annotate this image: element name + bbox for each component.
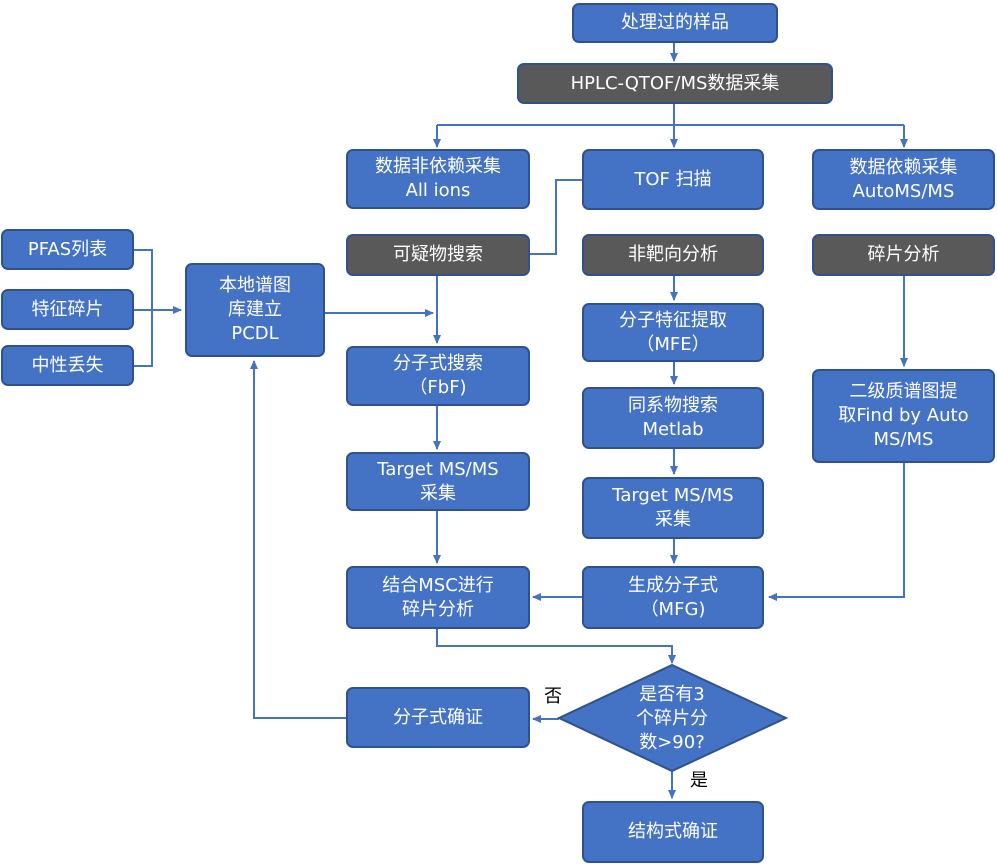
hplc-qtof-box: HPLC-QTOF/MS数据采集: [517, 63, 833, 104]
formula-search-fbf-label: 分子式搜索 （FbF): [393, 353, 483, 398]
decision-label: 是否有3 个碎片分 数>90?: [636, 684, 708, 753]
edge-label-yes: 是: [690, 770, 708, 791]
fragment-analysis-label: 碎片分析: [867, 244, 940, 265]
target-msms-left-box: Target MS/MS 采集: [346, 452, 530, 511]
suspect-search-label: 可疑物搜索: [393, 244, 483, 265]
feature-extraction-mfe-label: 分子特征提取 （MFE）: [619, 309, 727, 355]
tof-scan-box: TOF 扫描: [582, 149, 764, 210]
target-msms-left-label: Target MS/MS 采集: [377, 458, 499, 504]
edge-msms-to-mfg: [768, 463, 905, 601]
suspect-search-box: 可疑物搜索: [346, 234, 530, 276]
pfas-list-box: PFAS列表: [1, 229, 134, 270]
formula-search-fbf-box: 分子式搜索 （FbF): [346, 346, 530, 406]
neutral-loss-label: 中性丢失: [31, 354, 104, 376]
data-independent-box: 数据非依赖采集 All ions: [346, 149, 530, 209]
data-independent-label: 数据非依赖采集 All ions: [375, 156, 501, 201]
formula-confirmation-box: 分子式确证: [346, 687, 530, 748]
tof-scan-label: TOF 扫描: [634, 168, 712, 190]
data-dependent-label: 数据依赖采集 AutoMS/MS: [849, 156, 958, 202]
homolog-search-label: 同系物搜索 Metlab: [628, 395, 718, 440]
fragment-analysis-box: 碎片分析: [812, 234, 995, 276]
msms-extraction-label: 二级质谱图提 取Find by Auto MS/MS: [838, 381, 969, 450]
msms-extraction-box: 二级质谱图提 取Find by Auto MS/MS: [812, 369, 995, 463]
local-library-box: 本地谱图 库建立 PCDL: [185, 263, 325, 357]
feature-fragments-box: 特征碎片: [1, 289, 134, 330]
feature-fragments-label: 特征碎片: [31, 298, 104, 320]
formula-confirmation-label: 分子式确证: [393, 706, 483, 728]
nontarget-analysis-box: 非靶向分析: [582, 234, 764, 276]
decision-diamond: [556, 663, 789, 773]
generate-formula-mfg-box: 生成分子式 （MFG): [582, 566, 764, 629]
edge-label-no: 否: [544, 686, 562, 707]
edge-inputs-bracket: [134, 249, 153, 367]
feature-extraction-mfe-box: 分子特征提取 （MFE）: [582, 303, 764, 362]
target-msms-mid-label: Target MS/MS 采集: [612, 485, 734, 530]
edge-msc-to-decision: [436, 629, 676, 664]
msc-fragment-analysis-label: 结合MSC进行 碎片分析: [382, 574, 494, 620]
edge-tof-to-suspect: [530, 179, 582, 255]
hplc-qtof-label: HPLC-QTOF/MS数据采集: [570, 72, 780, 94]
homolog-search-box: 同系物搜索 Metlab: [582, 387, 764, 449]
msc-fragment-analysis-box: 结合MSC进行 碎片分析: [346, 566, 530, 629]
nontarget-analysis-label: 非靶向分析: [628, 244, 718, 265]
processed-sample-box: 处理过的样品: [572, 3, 778, 43]
data-dependent-box: 数据依赖采集 AutoMS/MS: [812, 149, 995, 210]
structure-confirmation-box: 结构式确证: [582, 801, 764, 863]
pfas-list-label: PFAS列表: [27, 238, 108, 260]
generate-formula-mfg-label: 生成分子式 （MFG): [628, 574, 718, 620]
target-msms-mid-box: Target MS/MS 采集: [582, 477, 764, 539]
neutral-loss-box: 中性丢失: [1, 345, 134, 386]
local-library-label: 本地谱图 库建立 PCDL: [219, 275, 291, 344]
structure-confirmation-label: 结构式确证: [628, 821, 718, 842]
edge-confirmation-to-library: [250, 360, 346, 719]
processed-sample-label: 处理过的样品: [621, 12, 729, 33]
